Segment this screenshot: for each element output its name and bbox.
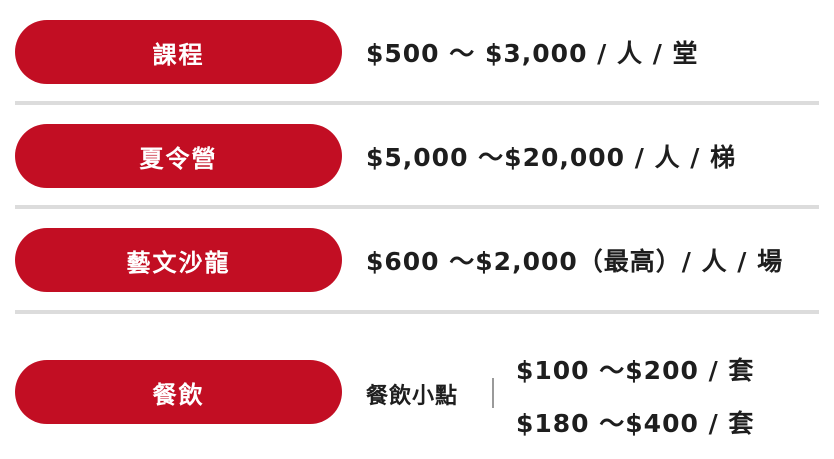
divider	[15, 205, 819, 209]
category-pill-catering: 餐飲	[15, 360, 342, 424]
price-row-arts-salon: 藝文沙龍 $600 ～$2,000（最高）/ 人 / 場	[0, 228, 834, 292]
catering-price-2: $180 ～$400 / 套	[516, 409, 755, 438]
price-row-courses: 課程 $500 ～ $3,000 / 人 / 堂	[0, 20, 834, 84]
divider	[15, 101, 819, 105]
divider	[15, 310, 819, 314]
catering-sub-label: 餐飲小點	[366, 384, 459, 409]
price-text-arts-salon: $600 ～$2,000（最高）/ 人 / 場	[366, 247, 784, 276]
category-pill-summer-camp: 夏令營	[15, 124, 342, 188]
price-row-catering: 餐飲 餐飲小點 $100 ～$200 / 套 $180 ～$400 / 套	[0, 340, 834, 459]
category-pill-courses: 課程	[15, 20, 342, 84]
category-pill-arts-salon: 藝文沙龍	[15, 228, 342, 292]
catering-price-1: $100 ～$200 / 套	[516, 356, 755, 385]
price-text-courses: $500 ～ $3,000 / 人 / 堂	[366, 39, 699, 68]
vertical-separator	[492, 378, 494, 408]
price-text-summer-camp: $5,000 ～$20,000 / 人 / 梯	[366, 143, 737, 172]
price-row-summer-camp: 夏令營 $5,000 ～$20,000 / 人 / 梯	[0, 124, 834, 188]
